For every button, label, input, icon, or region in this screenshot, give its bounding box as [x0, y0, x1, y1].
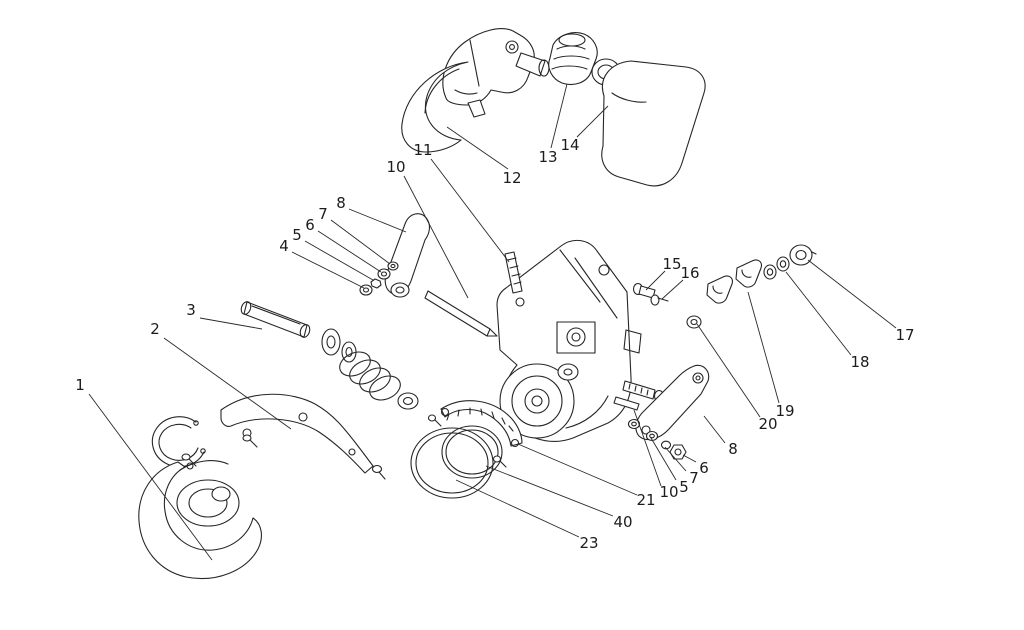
part-washers-18: [763, 256, 790, 280]
callout-label-15-13: 15: [662, 255, 681, 273]
callout-label-7-21: 7: [689, 469, 699, 487]
part-cover-screws: [181, 434, 258, 467]
leader-line-40-25: [485, 465, 614, 517]
leader-line-1-0: [88, 393, 213, 561]
leader-line-2-1: [163, 337, 292, 430]
part-guard-cover: [138, 460, 262, 580]
leader-line-7-6: [330, 219, 391, 265]
part-spring: [339, 351, 401, 401]
part-bracket-arm: [220, 393, 386, 480]
leader-line-16-14: [661, 279, 684, 300]
leader-line-3-2: [199, 317, 263, 330]
callout-label-10-23: 10: [659, 483, 678, 501]
parts-layer: [138, 28, 817, 580]
part-hose: [548, 32, 598, 86]
callout-label-6-20: 6: [699, 459, 709, 477]
part-washers-5-7: [627, 418, 672, 450]
leader-line-19-17: [747, 291, 780, 404]
part-spring-washer: [397, 392, 419, 410]
part-bushing-17: [789, 244, 817, 266]
callout-label-1-0: 1: [75, 376, 85, 394]
callout-label-5-4: 5: [292, 226, 302, 244]
callout-label-10-8: 10: [386, 158, 405, 176]
leader-line-12-10: [446, 126, 509, 170]
part-clamp-halves: [706, 259, 762, 304]
leader-line-10-8: [403, 175, 469, 299]
part-lever-arm: [635, 364, 710, 441]
leader-line-4-3: [291, 251, 365, 289]
part-bolt-16: [650, 294, 669, 306]
callout-label-5-22: 5: [679, 478, 689, 496]
leader-line-6-20: [682, 454, 697, 463]
callout-label-19-17: 19: [775, 402, 794, 420]
part-main-housing: [496, 239, 642, 442]
leader-line-23-26: [455, 479, 580, 538]
leader-line-10-23: [633, 409, 662, 487]
part-nut-6: [669, 444, 687, 460]
callout-label-7-6: 7: [318, 205, 328, 223]
callout-label-6-5: 6: [305, 216, 315, 234]
part-band-ring: [410, 427, 494, 499]
leader-line-18-16: [785, 271, 852, 356]
part-clamp-lever: [384, 213, 430, 298]
callout-label-2-1: 2: [150, 320, 160, 338]
part-segment-screws: [427, 414, 507, 468]
part-retaining-ring: [441, 425, 503, 479]
part-toothed-segment: [440, 400, 523, 448]
part-flange-discs: [321, 328, 357, 363]
leader-line-21-24: [517, 443, 638, 496]
part-curved-guard: [401, 61, 469, 153]
callout-label-40-25: 40: [613, 513, 632, 531]
callout-label-16-14: 16: [680, 264, 699, 282]
callout-label-23-26: 23: [579, 534, 598, 552]
part-bolt-15: [632, 282, 656, 299]
leader-line-15-13: [645, 270, 666, 291]
part-top-housing: [442, 28, 550, 118]
part-long-pin: [424, 290, 498, 337]
leader-line-5-4: [304, 240, 374, 281]
callout-layer: 1234567810111213141516171819208675102140…: [75, 83, 915, 561]
leader-line-20-18: [696, 323, 761, 418]
leader-line-13-11: [550, 83, 568, 149]
part-pivot-boss: [557, 363, 579, 381]
callout-label-11-9: 11: [413, 141, 432, 159]
callout-label-13-11: 13: [538, 148, 557, 166]
callout-label-14-12: 14: [560, 136, 579, 154]
leader-line-6-5: [317, 230, 382, 273]
callout-label-3-2: 3: [186, 301, 196, 319]
part-rod: [240, 301, 311, 338]
leader-line-7-21: [664, 446, 687, 472]
part-pin-10r: [613, 396, 640, 411]
callout-label-20-18: 20: [758, 415, 777, 433]
leader-line-11-9: [430, 158, 510, 263]
leader-line-17-15: [807, 259, 897, 329]
callout-label-12-10: 12: [502, 169, 521, 187]
part-spring-pin: [504, 251, 523, 294]
leader-line-8-19: [703, 415, 726, 444]
leader-line-5-22: [650, 437, 677, 481]
callout-label-8-7: 8: [336, 194, 346, 212]
callout-label-17-15: 17: [895, 326, 914, 344]
callout-label-21-24: 21: [636, 491, 655, 509]
part-tank: [591, 58, 706, 187]
callout-label-8-19: 8: [728, 440, 738, 458]
callout-label-4-3: 4: [279, 237, 289, 255]
callout-label-18-16: 18: [850, 353, 869, 371]
leader-line-8-7: [348, 208, 407, 233]
leader-line-14-12: [576, 105, 609, 138]
part-circlip: [151, 416, 206, 468]
